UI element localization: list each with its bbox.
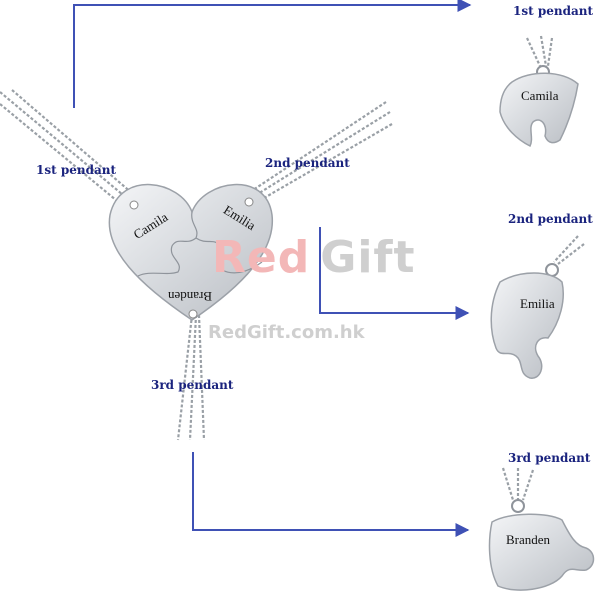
pendant-1 [499, 35, 579, 148]
arrow-2 [319, 227, 470, 320]
label-right-3rd-pendant: 3rd pendant [508, 451, 591, 465]
chain-right [243, 101, 393, 206]
hole-right [244, 197, 254, 207]
hole-left [129, 200, 139, 210]
label-left-3rd-pendant: 3rd pendant [151, 378, 234, 392]
heart-pendant [108, 183, 274, 321]
arrow-1 [73, 0, 472, 108]
label-right-1st-pendant: 1st pendant [513, 4, 594, 18]
hole-bottom [188, 309, 198, 319]
puzzle-cut-1 [137, 211, 198, 277]
pendant-2 [490, 235, 585, 379]
heart-shape [108, 183, 274, 321]
label-left-2nd-pendant: 2nd pendant [265, 156, 350, 170]
puzzle-cut-2 [195, 237, 263, 274]
arrow-3 [192, 452, 470, 537]
pendant-2-name: Emilia [520, 296, 555, 311]
label-right-2nd-pendant: 2nd pendant [508, 212, 593, 226]
heart-name-3: Branden [168, 289, 213, 304]
label-left-1st-pendant: 1st pendant [36, 163, 117, 177]
chain-left [0, 89, 141, 211]
pendant-3 [488, 467, 595, 591]
chain-bottom [176, 314, 206, 441]
pendant-3-name: Branden [506, 532, 551, 547]
pendant-1-name: Camila [521, 88, 559, 103]
